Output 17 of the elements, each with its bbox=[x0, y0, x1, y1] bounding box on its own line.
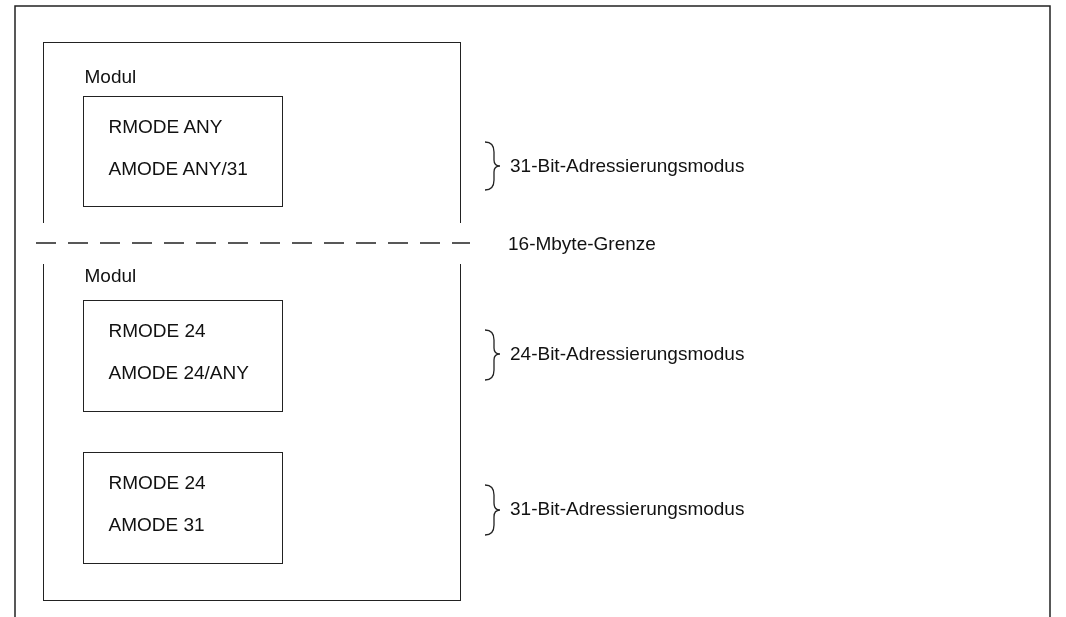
mode-statement: AMODE 24/ANY bbox=[108, 361, 249, 384]
mode-statement: RMODE 24 bbox=[108, 319, 206, 342]
module-box bbox=[43, 264, 461, 601]
mode-label: 24-Bit-Adressierungsmodus bbox=[510, 343, 745, 365]
mode-statement: RMODE 24 bbox=[108, 471, 206, 494]
mode-label: 31-Bit-Adressierungsmodus bbox=[510, 155, 745, 177]
mode-statement: AMODE ANY/31 bbox=[108, 157, 248, 180]
program-box bbox=[83, 452, 283, 564]
module-heading: Modul bbox=[84, 65, 137, 88]
mode-statement: RMODE ANY bbox=[108, 115, 223, 138]
program-box bbox=[83, 300, 283, 412]
program-box bbox=[83, 96, 283, 207]
module-heading: Modul bbox=[84, 264, 137, 287]
mode-statement: AMODE 31 bbox=[108, 513, 205, 536]
mode-label: 31-Bit-Adressierungsmodus bbox=[510, 498, 745, 520]
boundary-label: 16-Mbyte-Grenze bbox=[508, 233, 656, 255]
module-box bbox=[43, 42, 461, 223]
